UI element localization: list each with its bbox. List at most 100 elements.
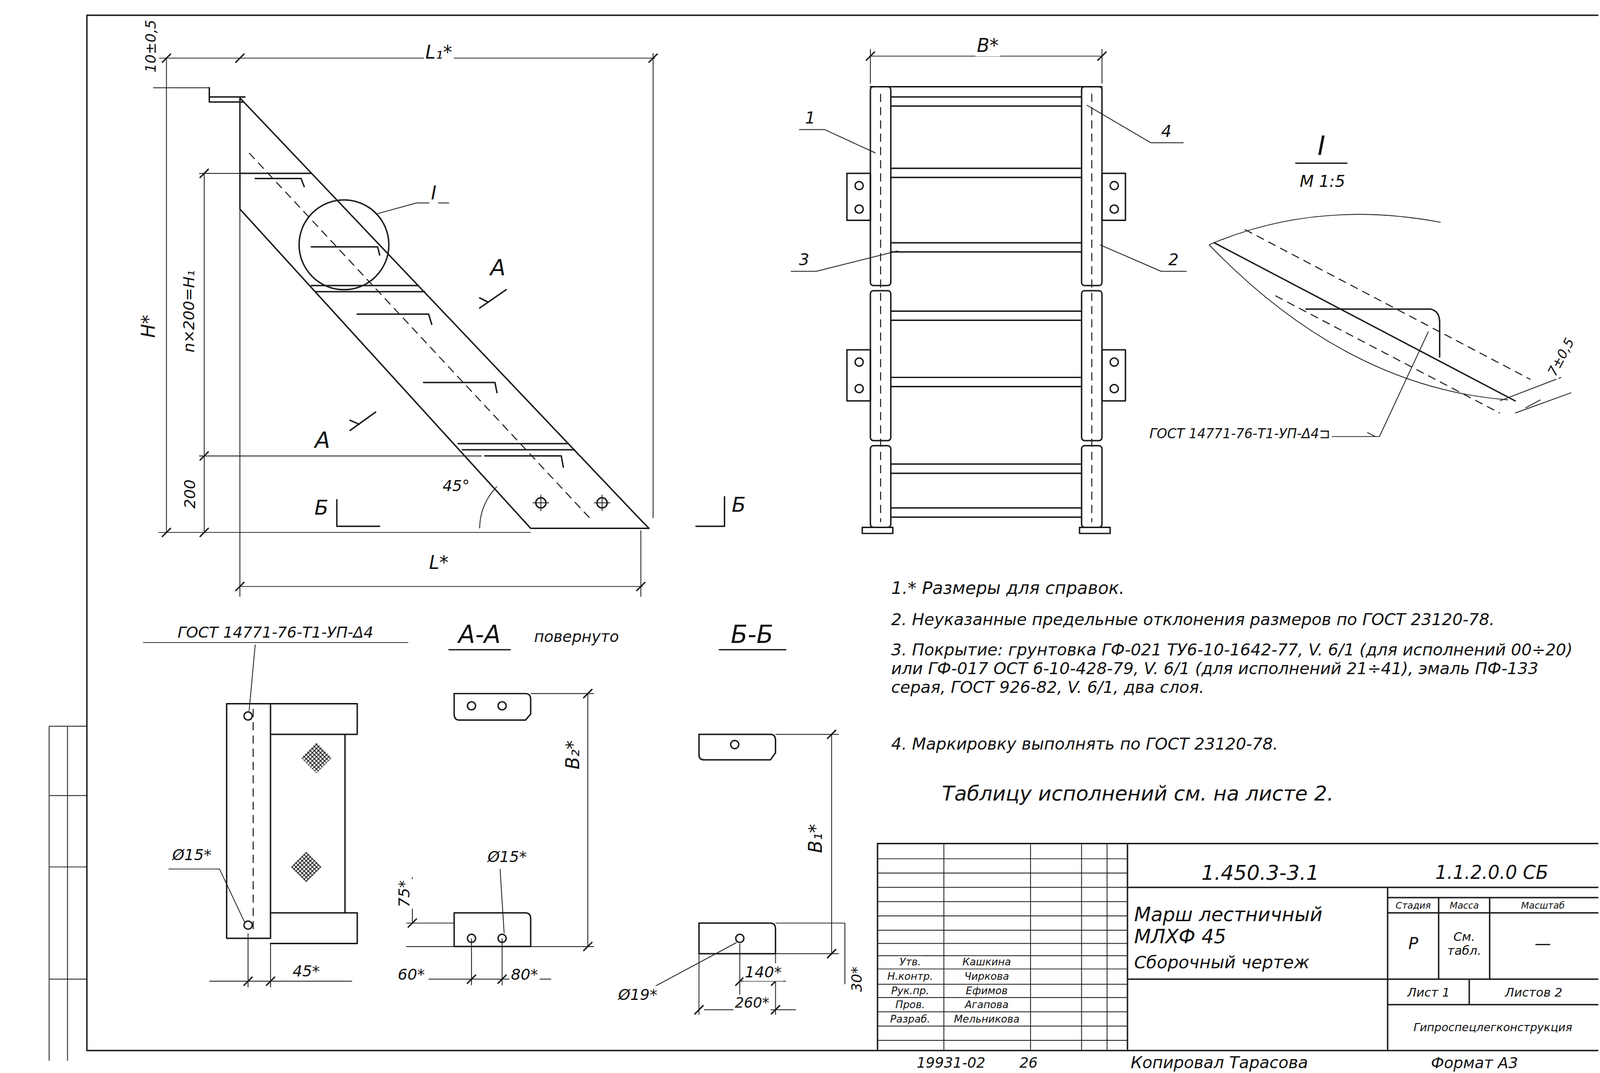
dimension: B₂* [562, 739, 584, 772]
note: 4. Маркировку выполнять по ГОСТ 23120-78… [889, 734, 1595, 754]
title-underline [1295, 162, 1347, 164]
section-note: повернуто [532, 627, 621, 646]
title-block-grid [877, 843, 1128, 1051]
note: 1.* Размеры для справок. [889, 578, 1126, 599]
weld-note: ГОСТ 14771-76-Т1-УП-Δ4⊐ [1147, 426, 1332, 442]
stringer-hidden [248, 152, 590, 519]
tread-plates [270, 704, 358, 944]
rungs [890, 97, 1082, 518]
mesh-hatch [290, 851, 322, 883]
feet [862, 527, 1111, 534]
tread-joints [239, 173, 575, 450]
dimension: 30* [848, 965, 866, 994]
callout-number: 1 [803, 109, 818, 128]
margin-stamp [49, 726, 87, 1061]
table-cell: Мельникова [952, 1013, 1021, 1026]
table-cell: Утв. [898, 956, 923, 968]
dimension-lines [209, 933, 353, 988]
section-holes [244, 712, 253, 930]
note: Таблицу исполнений см. на листе 2. [940, 781, 1336, 806]
dimension: Ø15* [485, 848, 528, 867]
dimension: L* [427, 552, 450, 574]
sheet-number: 19931-02 [915, 1054, 987, 1072]
mesh-hatch [301, 742, 333, 774]
weld-leader [1147, 331, 1429, 437]
table-cell: Листов 2 [1503, 985, 1564, 1000]
document-code: 1.450.3-3.1 [1200, 861, 1321, 886]
dimension: 200 [181, 477, 199, 510]
table-cell: Разраб. [888, 1013, 932, 1026]
section-mark: Б [730, 493, 748, 518]
dimension: B* [975, 35, 1000, 57]
callout-leaders [790, 105, 1187, 272]
stringer [239, 98, 649, 529]
section-mark: A [313, 427, 332, 454]
rail-hidden [880, 93, 1092, 523]
dimension: Ø15* [170, 846, 213, 865]
dimension-lines [653, 734, 845, 1016]
dimension: 10±0,5 [142, 18, 160, 75]
section-marks [336, 289, 725, 527]
detail-title: I [1315, 130, 1327, 162]
dimension: 60* [396, 965, 426, 984]
table-cell: Пров. [893, 999, 927, 1011]
document-code: 1.1.2.0.0 СБ [1433, 862, 1550, 884]
dimension-ticks [694, 730, 836, 1015]
table-cell: Р [1406, 934, 1420, 954]
table-cell: Агапова [963, 999, 1011, 1011]
dimension-ticks [408, 689, 592, 984]
table-cell: Стадия [1394, 900, 1433, 912]
plate-holes [855, 181, 1119, 393]
section-title: А-А [457, 620, 503, 649]
section-title-underline [719, 649, 786, 651]
table-cell: Лист 1 [1405, 985, 1452, 1000]
callout-number: 3 [797, 250, 811, 270]
plate-holes [467, 701, 507, 943]
angle-dimension: 45° [441, 476, 472, 495]
detail-circle [298, 199, 389, 290]
hole-centres [532, 494, 610, 511]
table-cell: Гипроспецлегконструкция [1412, 1021, 1574, 1035]
table-cell: См. табл. [1440, 930, 1489, 959]
copyist: Копировал Тарасова [1129, 1054, 1310, 1073]
dimension-lines [406, 693, 595, 986]
detail-leader [375, 202, 449, 214]
note: 3. Покрытие: грунтовка ГФ-021 ТУ6-10-164… [889, 640, 1595, 697]
dimension: 140* [743, 963, 784, 982]
dimension-lines [1500, 377, 1572, 413]
dimension: 260* [733, 994, 771, 1012]
angle-plate [698, 734, 776, 954]
sheet-frame [86, 15, 1599, 1051]
table-cell: Масштаб [1519, 900, 1567, 912]
detail-callout: I [429, 183, 438, 205]
callout-number: 2 [1166, 250, 1181, 270]
table-cell: Кашкина [961, 956, 1013, 968]
table-cell: Ефимов [964, 984, 1010, 997]
dimension: B₁* [806, 822, 828, 856]
drawing-title: Марш лестничный МЛХФ 45 [1132, 904, 1345, 949]
dimension: 75* [395, 879, 413, 909]
landing-bar [870, 86, 1103, 88]
scale-label: М 1:5 [1298, 172, 1347, 191]
table-cell: Н.контр. [885, 970, 935, 983]
format-label: Формат А3 [1429, 1054, 1520, 1073]
plate-holes [730, 740, 745, 943]
section-mark: A [488, 255, 508, 282]
table-cell: Рук.пр. [889, 984, 931, 997]
table-cell: — [1533, 934, 1553, 954]
dimension-ticks [244, 977, 275, 986]
angle-plate [454, 693, 531, 947]
angle-arc [479, 486, 497, 529]
detail-outline [1209, 214, 1509, 400]
dimension-ticks [162, 53, 658, 591]
dimension-lines [153, 52, 656, 597]
leaders [143, 642, 409, 924]
title-block-grid [877, 843, 1599, 1051]
stringer-hidden [252, 708, 254, 934]
detail-stringer-hidden [1244, 229, 1531, 414]
section-title: Б-Б [729, 620, 775, 649]
sheet-number: 26 [1017, 1054, 1040, 1072]
callout-number: 4 [1159, 122, 1174, 141]
